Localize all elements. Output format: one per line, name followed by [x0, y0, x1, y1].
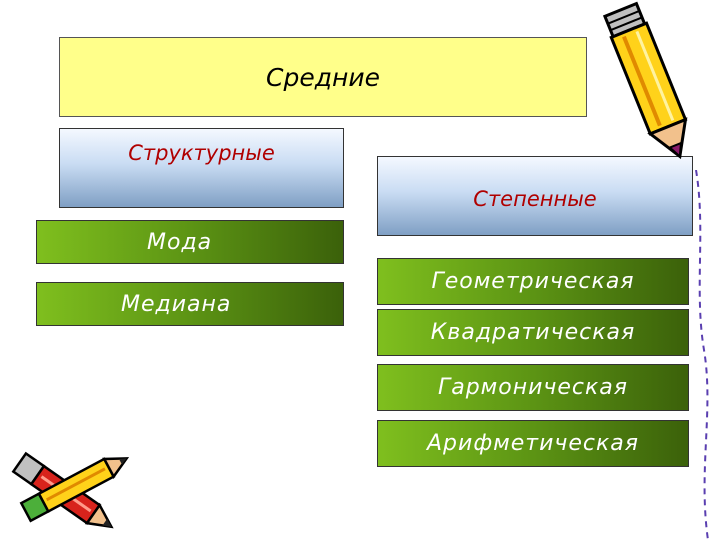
branch-node-label-structural: Структурные [128, 141, 275, 165]
leaf-node-label-arithmetic: Арифметическая [427, 431, 639, 456]
leaf-node-quadratic: Квадратическая [377, 309, 689, 356]
leaf-node-label-harmonic: Гармоническая [437, 375, 629, 400]
pencil-icon [602, 1, 688, 160]
leaf-node-mode: Мода [36, 220, 344, 264]
dashed-line-decoration [695, 170, 709, 540]
root-node-label: Средние [266, 62, 380, 92]
leaf-node-label-mode: Мода [147, 229, 213, 255]
branch-node-label-power: Степенные [473, 187, 597, 211]
crossed-pencils-icon [11, 451, 130, 529]
leaf-node-harmonic: Гармоническая [377, 364, 689, 411]
branch-node-structural: Структурные [59, 128, 344, 208]
leaf-node-geometric: Геометрическая [377, 258, 689, 305]
leaf-node-label-quadratic: Квадратическая [430, 320, 636, 345]
leaf-node-arithmetic: Арифметическая [377, 420, 689, 467]
branch-node-power: Степенные [377, 156, 693, 236]
leaf-node-median: Медиана [36, 282, 344, 326]
root-node-averages: Средние [59, 37, 587, 117]
leaf-node-label-median: Медиана [121, 291, 232, 317]
leaf-node-label-geometric: Геометрическая [431, 269, 635, 294]
